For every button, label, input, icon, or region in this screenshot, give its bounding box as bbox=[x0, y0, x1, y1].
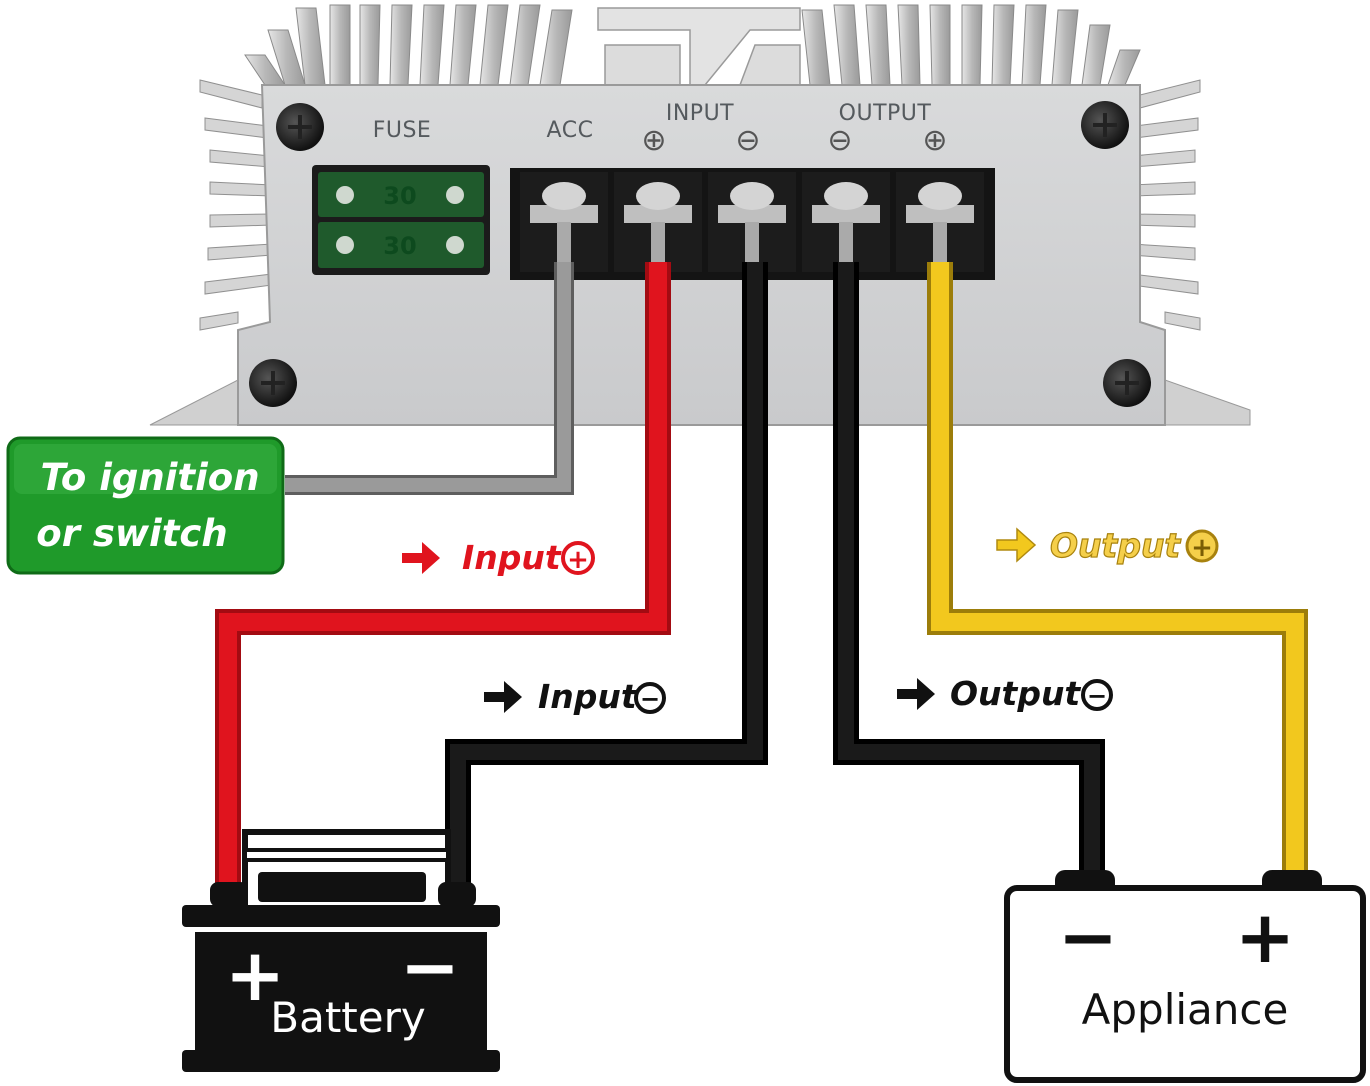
battery-plus-label: + bbox=[225, 933, 285, 1017]
appliance: − + Appliance bbox=[1004, 870, 1366, 1083]
input-minus-wire bbox=[450, 262, 763, 895]
terminal-output-plus bbox=[896, 172, 984, 272]
right-heatsink-fins bbox=[1131, 79, 1201, 331]
battery-name: Battery bbox=[270, 993, 425, 1042]
top-heatsink-fins bbox=[244, 4, 1141, 86]
output-minus-circle-icon bbox=[1081, 679, 1113, 711]
mounting-screws bbox=[249, 101, 1151, 407]
acc-label: ACC bbox=[547, 118, 594, 143]
output-plus-symbol: ⊕ bbox=[922, 123, 947, 158]
fuse-label: FUSE bbox=[373, 118, 432, 143]
output-plus-wire bbox=[931, 262, 1304, 885]
output-minus-symbol: ⊖ bbox=[827, 123, 852, 158]
output-minus-sign: − bbox=[1087, 682, 1107, 710]
terminal-block bbox=[510, 168, 995, 280]
screw-bottom-right bbox=[1103, 359, 1151, 407]
appliance-box bbox=[1004, 885, 1366, 1083]
fuse-2 bbox=[318, 222, 484, 268]
input-minus-callout: Input − bbox=[484, 677, 666, 716]
output-minus-label: Output bbox=[950, 674, 1081, 713]
output-minus-wire bbox=[838, 262, 1100, 885]
battery: + − Battery bbox=[182, 829, 500, 1072]
input-plus-label: Input bbox=[462, 538, 562, 577]
fuse-1 bbox=[318, 172, 484, 217]
terminal-input-minus bbox=[708, 172, 796, 272]
appliance-name: Appliance bbox=[1082, 985, 1289, 1034]
screw-top-right bbox=[1081, 101, 1129, 149]
ignition-line-1: To ignition bbox=[40, 456, 259, 499]
battery-minus-label: − bbox=[400, 925, 460, 1009]
top-bracket bbox=[597, 7, 801, 86]
output-label: OUTPUT bbox=[839, 101, 932, 126]
input-plus-symbol: ⊕ bbox=[641, 123, 666, 158]
left-flange bbox=[149, 379, 239, 426]
ignition-callout: To ignition or switch bbox=[6, 436, 285, 575]
battery-minus-terminal bbox=[438, 882, 476, 907]
ignition-line-2: or switch bbox=[36, 512, 227, 555]
appliance-minus-label: − bbox=[1058, 895, 1118, 979]
output-minus-arrow-icon bbox=[897, 678, 935, 710]
acc-wire bbox=[285, 262, 571, 492]
fuse-2-value: 30 bbox=[383, 232, 416, 260]
input-minus-symbol: ⊖ bbox=[735, 123, 760, 158]
converter-housing: FUSE ACC INPUT OUTPUT ⊕ ⊖ ⊖ ⊕ 30 30 bbox=[149, 4, 1251, 426]
input-label: INPUT bbox=[666, 101, 734, 126]
fuse-holder: 30 30 bbox=[312, 165, 490, 275]
appliance-plus-label: + bbox=[1235, 895, 1295, 979]
output-plus-callout: Output + bbox=[996, 525, 1219, 566]
input-minus-circle-icon bbox=[634, 682, 666, 714]
terminal-input-plus bbox=[614, 172, 702, 272]
output-plus-arrow-icon bbox=[996, 527, 1037, 563]
battery-handle bbox=[242, 829, 451, 905]
input-minus-label: Input bbox=[538, 677, 638, 716]
left-heatsink-fins bbox=[199, 79, 273, 331]
input-minus-sign: − bbox=[640, 685, 660, 713]
terminal-output-minus bbox=[802, 172, 890, 272]
output-plus-label: Output bbox=[1050, 526, 1181, 565]
input-plus-wire bbox=[219, 262, 667, 895]
right-flange bbox=[1164, 379, 1251, 426]
input-plus-callout: Input + bbox=[402, 538, 595, 577]
screw-bottom-left bbox=[249, 359, 297, 407]
input-plus-circle-icon bbox=[561, 541, 595, 575]
battery-plus-terminal bbox=[210, 882, 248, 907]
fuse-1-value: 30 bbox=[383, 182, 416, 210]
input-plus-sign: + bbox=[567, 545, 589, 575]
output-plus-sign: + bbox=[1191, 533, 1213, 563]
output-plus-circle-icon bbox=[1185, 529, 1219, 563]
input-plus-arrow-icon bbox=[402, 542, 440, 574]
screw-top-left bbox=[276, 103, 324, 151]
output-minus-callout: Output − bbox=[897, 674, 1113, 713]
input-minus-arrow-icon bbox=[484, 681, 522, 713]
terminal-acc bbox=[520, 172, 608, 272]
